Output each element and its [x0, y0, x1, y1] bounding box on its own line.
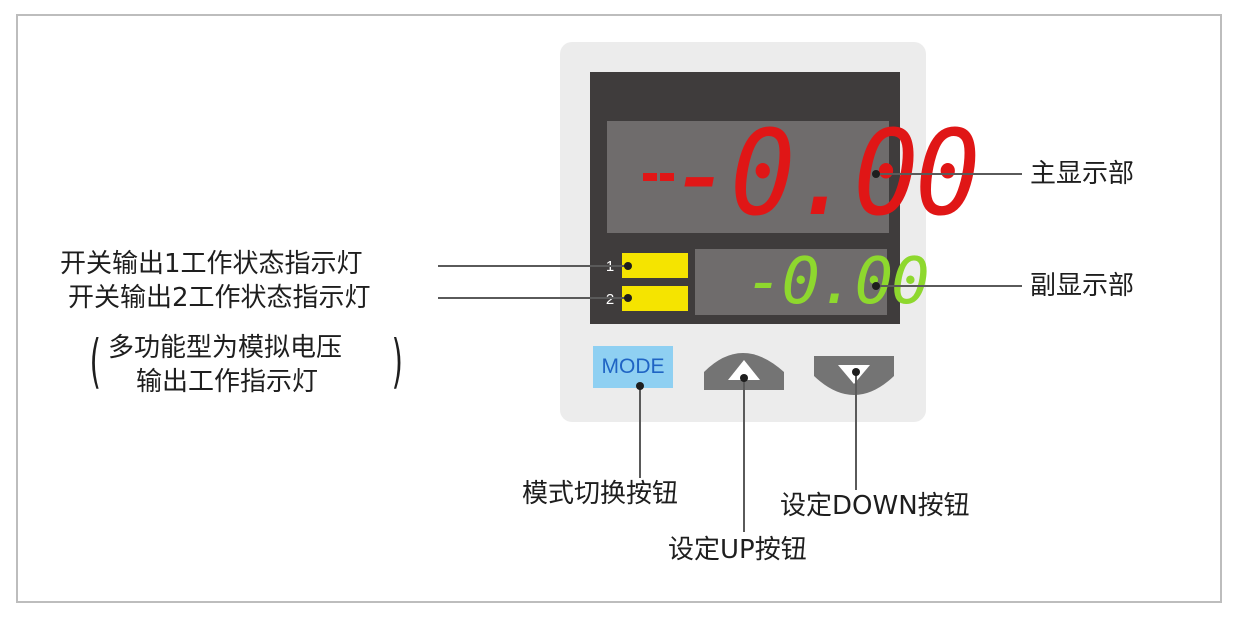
sub-display-window	[695, 249, 887, 315]
led2-number: 2	[605, 291, 615, 308]
output1-indicator-label: 开关输出1工作状态指示灯	[60, 249, 363, 279]
note-paren-open: (	[89, 327, 101, 395]
up-arrow-icon	[728, 360, 760, 380]
output2-indicator-label: 开关输出2工作状态指示灯	[68, 283, 371, 313]
mode-button[interactable]: MODE	[593, 346, 673, 388]
output2-note-line2: 输出工作指示灯	[136, 367, 319, 397]
sub-display-label: 副显示部	[1030, 271, 1135, 301]
output2-note-line1: 多功能型为模拟电压	[108, 333, 343, 363]
mode-button-label: 模式切换按钮	[522, 479, 679, 509]
note-paren-close: )	[391, 327, 403, 395]
down-button-label: 设定DOWN按钮	[780, 491, 970, 521]
up-button[interactable]	[704, 353, 784, 390]
up-button-label: 设定UP按钮	[668, 535, 807, 565]
main-display-label: 主显示部	[1030, 159, 1135, 189]
output2-indicator-led	[622, 286, 688, 311]
output1-indicator-led	[622, 253, 688, 278]
